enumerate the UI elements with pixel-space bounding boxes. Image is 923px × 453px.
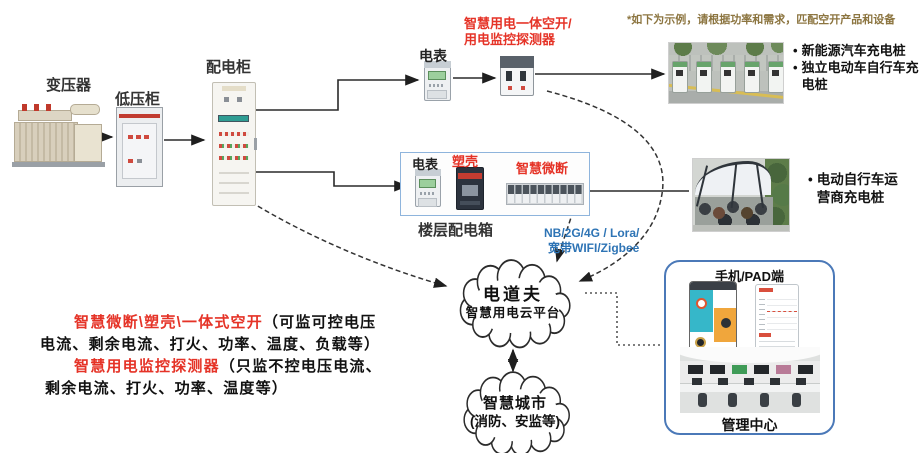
floor-meter-device	[415, 169, 441, 207]
pad-title: 手机/PAD端	[714, 269, 785, 284]
phone-app-chart-screenshot	[755, 284, 799, 354]
bikeshed-photo	[692, 158, 790, 232]
warning-icon	[721, 318, 731, 328]
sample-note: *如下为示例，请根据功率和需求，匹配空开产品和设备	[627, 14, 896, 26]
network-protocols-label: NB/2G/4G / Lora/ 宽带WIFI/Zigbee	[544, 226, 640, 255]
transformer-label: 变压器	[46, 77, 92, 94]
cloud-platform-subtitle: 智慧用电云平台	[465, 306, 561, 320]
management-center-label: 管理中心	[721, 417, 778, 433]
legend-text: 智慧微断\塑壳\一体式空开（可监可控电压 电流、剩余电流、打火、功率、温度、负载…	[40, 312, 444, 400]
smart-breaker-device	[500, 56, 534, 96]
bullet-icon: •	[793, 43, 798, 58]
meter-top-label: 电表	[419, 48, 447, 64]
connector-cloud-to-pad	[585, 292, 661, 346]
list-item: • 新能源汽车充电桩	[793, 43, 906, 58]
cloud-city-line2: (消防、安监等)	[470, 414, 560, 429]
din-breaker-strip-device	[506, 183, 584, 205]
mccb-label: 塑壳	[452, 154, 479, 169]
mccb-device	[456, 167, 484, 210]
legend-line-4: 剩余电流、打火、功率、温度等）	[45, 380, 289, 397]
meter-top-device	[424, 61, 451, 101]
connector-dist-meter-top	[256, 74, 420, 111]
bullet-icon: •	[793, 60, 798, 75]
pad-management-box: 手机/PAD端 管理中心	[664, 260, 835, 435]
charger-type-list: • 新能源汽车充电桩 • 独立电动车自行车充电桩	[793, 42, 919, 93]
smart-micro-breaker-label: 智慧微断	[516, 161, 569, 176]
transformer-device	[12, 98, 107, 168]
bullet-icon: •	[808, 172, 813, 187]
phone-app-alert-screenshot	[689, 281, 737, 353]
dist-cabinet-label: 配电柜	[206, 59, 252, 76]
lv-cabinet-device	[116, 107, 163, 187]
control-room-photo	[680, 347, 820, 413]
dist-cabinet-device	[212, 82, 257, 206]
legend-line-2: 电流、剩余电流、打火、功率、温度、负载等）	[40, 336, 381, 353]
smart-breaker-label: 智慧用电一体空开/ 用电监控探测器	[464, 16, 572, 47]
floor-box-label: 楼层配电箱	[418, 222, 494, 239]
list-item: • 电动自行车运营商充电桩	[808, 172, 898, 205]
lv-cabinet-label: 低压柜	[115, 91, 161, 108]
connector-dist-floorbox	[256, 171, 409, 192]
alert-icon	[696, 298, 707, 309]
legend-line-3: 智慧用电监控探测器（只监不控电压电流、	[74, 358, 382, 375]
list-item: • 独立电动车自行车充电桩	[793, 60, 919, 92]
bikeshed-bullet: • 电动自行车运营商充电桩	[808, 171, 908, 207]
floor-meter-label: 电表	[412, 157, 439, 172]
charging-piles-photo	[668, 42, 784, 104]
legend-line-1: 智慧微断\塑壳\一体式空开（可监可控电压	[74, 314, 377, 331]
